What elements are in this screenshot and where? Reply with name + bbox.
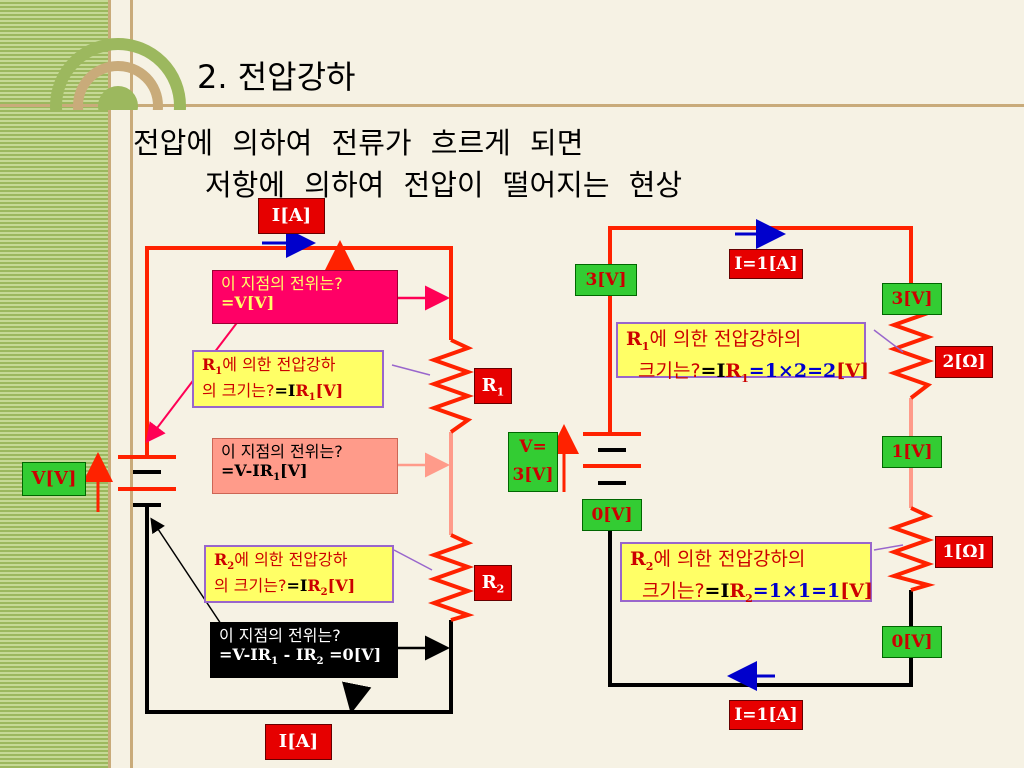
decorative-arcs-icon (50, 38, 186, 110)
callout-line (873, 544, 904, 551)
drop-answer-r1: R1에 의한 전압강하의 크기는?=IR1=1×2=2[V] (616, 322, 869, 385)
right-circuit-wires (583, 226, 936, 687)
potential-question-bottom: 이 지점의 전위는? =V-IR1 - IR2 =0[V] (210, 622, 398, 678)
resistor-r2-label: R2 (474, 565, 512, 601)
node-voltage-0v-right: 0[V] (882, 626, 942, 658)
divider-line (130, 0, 133, 768)
current-label-top-right: I=1[A] (729, 249, 803, 279)
resistor-2ohm-label: 2[Ω] (935, 346, 993, 378)
pointer-arrow-icon (150, 517, 226, 631)
drop-question-r2: R2에 의한 전압강하 의 크기는?=IR2[V] (204, 545, 394, 603)
divider-line (108, 0, 111, 768)
current-label-bottom: I[A] (265, 724, 332, 760)
slide-subtitle-line2: 저항에 의하여 전압이 떨어지는 현상 (205, 168, 683, 202)
slide-title: 2. 전압강하 (197, 58, 356, 96)
pointer-arrow-icon (341, 681, 372, 714)
drop-answer-r2: R2에 의한 전압강하의 크기는?=IR2=1×1=1[V] (620, 542, 873, 605)
resistor-r1-label: R1 (474, 368, 512, 404)
current-label-top: I[A] (258, 198, 325, 234)
current-label-bottom-right: I=1[A] (729, 700, 803, 730)
left-circuit-wires (118, 246, 475, 714)
callout-line (391, 364, 431, 376)
potential-question-top: 이 지점의 전위는? =V[V] (212, 270, 398, 324)
slide-subtitle-line1: 전압에 의하여 전류가 흐르게 되면 (133, 126, 584, 160)
callout-line (393, 549, 433, 571)
node-voltage-1v: 1[V] (882, 436, 942, 468)
source-voltage-label: V= 3[V] (508, 432, 558, 492)
node-voltage-3v-right: 3[V] (882, 283, 942, 315)
potential-question-mid: 이 지점의 전위는? =V-IR1[V] (212, 438, 398, 494)
divider-line (0, 104, 1024, 107)
resistor-1ohm-label: 1[Ω] (935, 536, 993, 568)
drop-question-r1: R1에 의한 전압강하 의 크기는?=IR1[V] (192, 350, 384, 408)
voltage-source-label: V[V] (22, 462, 86, 496)
callout-line (873, 329, 904, 353)
node-voltage-3v-left: 3[V] (575, 264, 637, 296)
node-voltage-0v-left: 0[V] (582, 499, 642, 531)
decorative-stripes (0, 0, 110, 768)
